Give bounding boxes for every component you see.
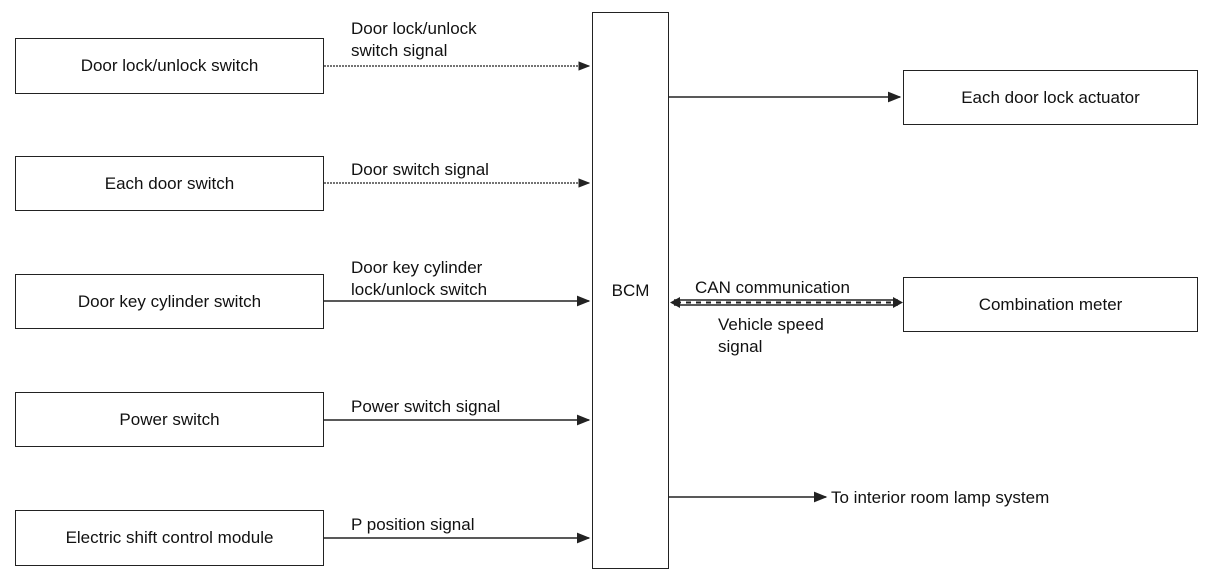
interior-room-lamp-label: To interior room lamp system — [831, 488, 1050, 507]
combination-meter-box: Combination meter — [903, 277, 1198, 332]
can-communication-link — [670, 297, 903, 308]
electric-shift-control-module-box: Electric shift control module — [15, 510, 324, 566]
can-communication-label: CAN communication — [695, 278, 850, 297]
door-lock-unlock-switch-box: Door lock/unlock switch — [15, 38, 324, 94]
bcm-label: BCM — [611, 280, 650, 300]
each-door-switch-box: Each door switch — [15, 156, 324, 211]
power-switch-signal-label: Power switch signal — [351, 397, 501, 416]
power-switch-box: Power switch — [15, 392, 324, 447]
door-lock-switch-signal-label: Door lock/unlock switch signal — [351, 19, 477, 60]
bcm-block: BCM — [592, 12, 669, 569]
p-position-signal-label: P position signal — [351, 515, 475, 534]
each-door-lock-actuator-box: Each door lock actuator — [903, 70, 1198, 125]
vehicle-speed-signal-label: Vehicle speed signal — [718, 315, 824, 356]
key-cylinder-signal-label: Door key cylinder lock/unlock switch — [351, 258, 488, 299]
door-key-cylinder-switch-box: Door key cylinder switch — [15, 274, 324, 329]
door-switch-signal-label: Door switch signal — [351, 160, 489, 179]
